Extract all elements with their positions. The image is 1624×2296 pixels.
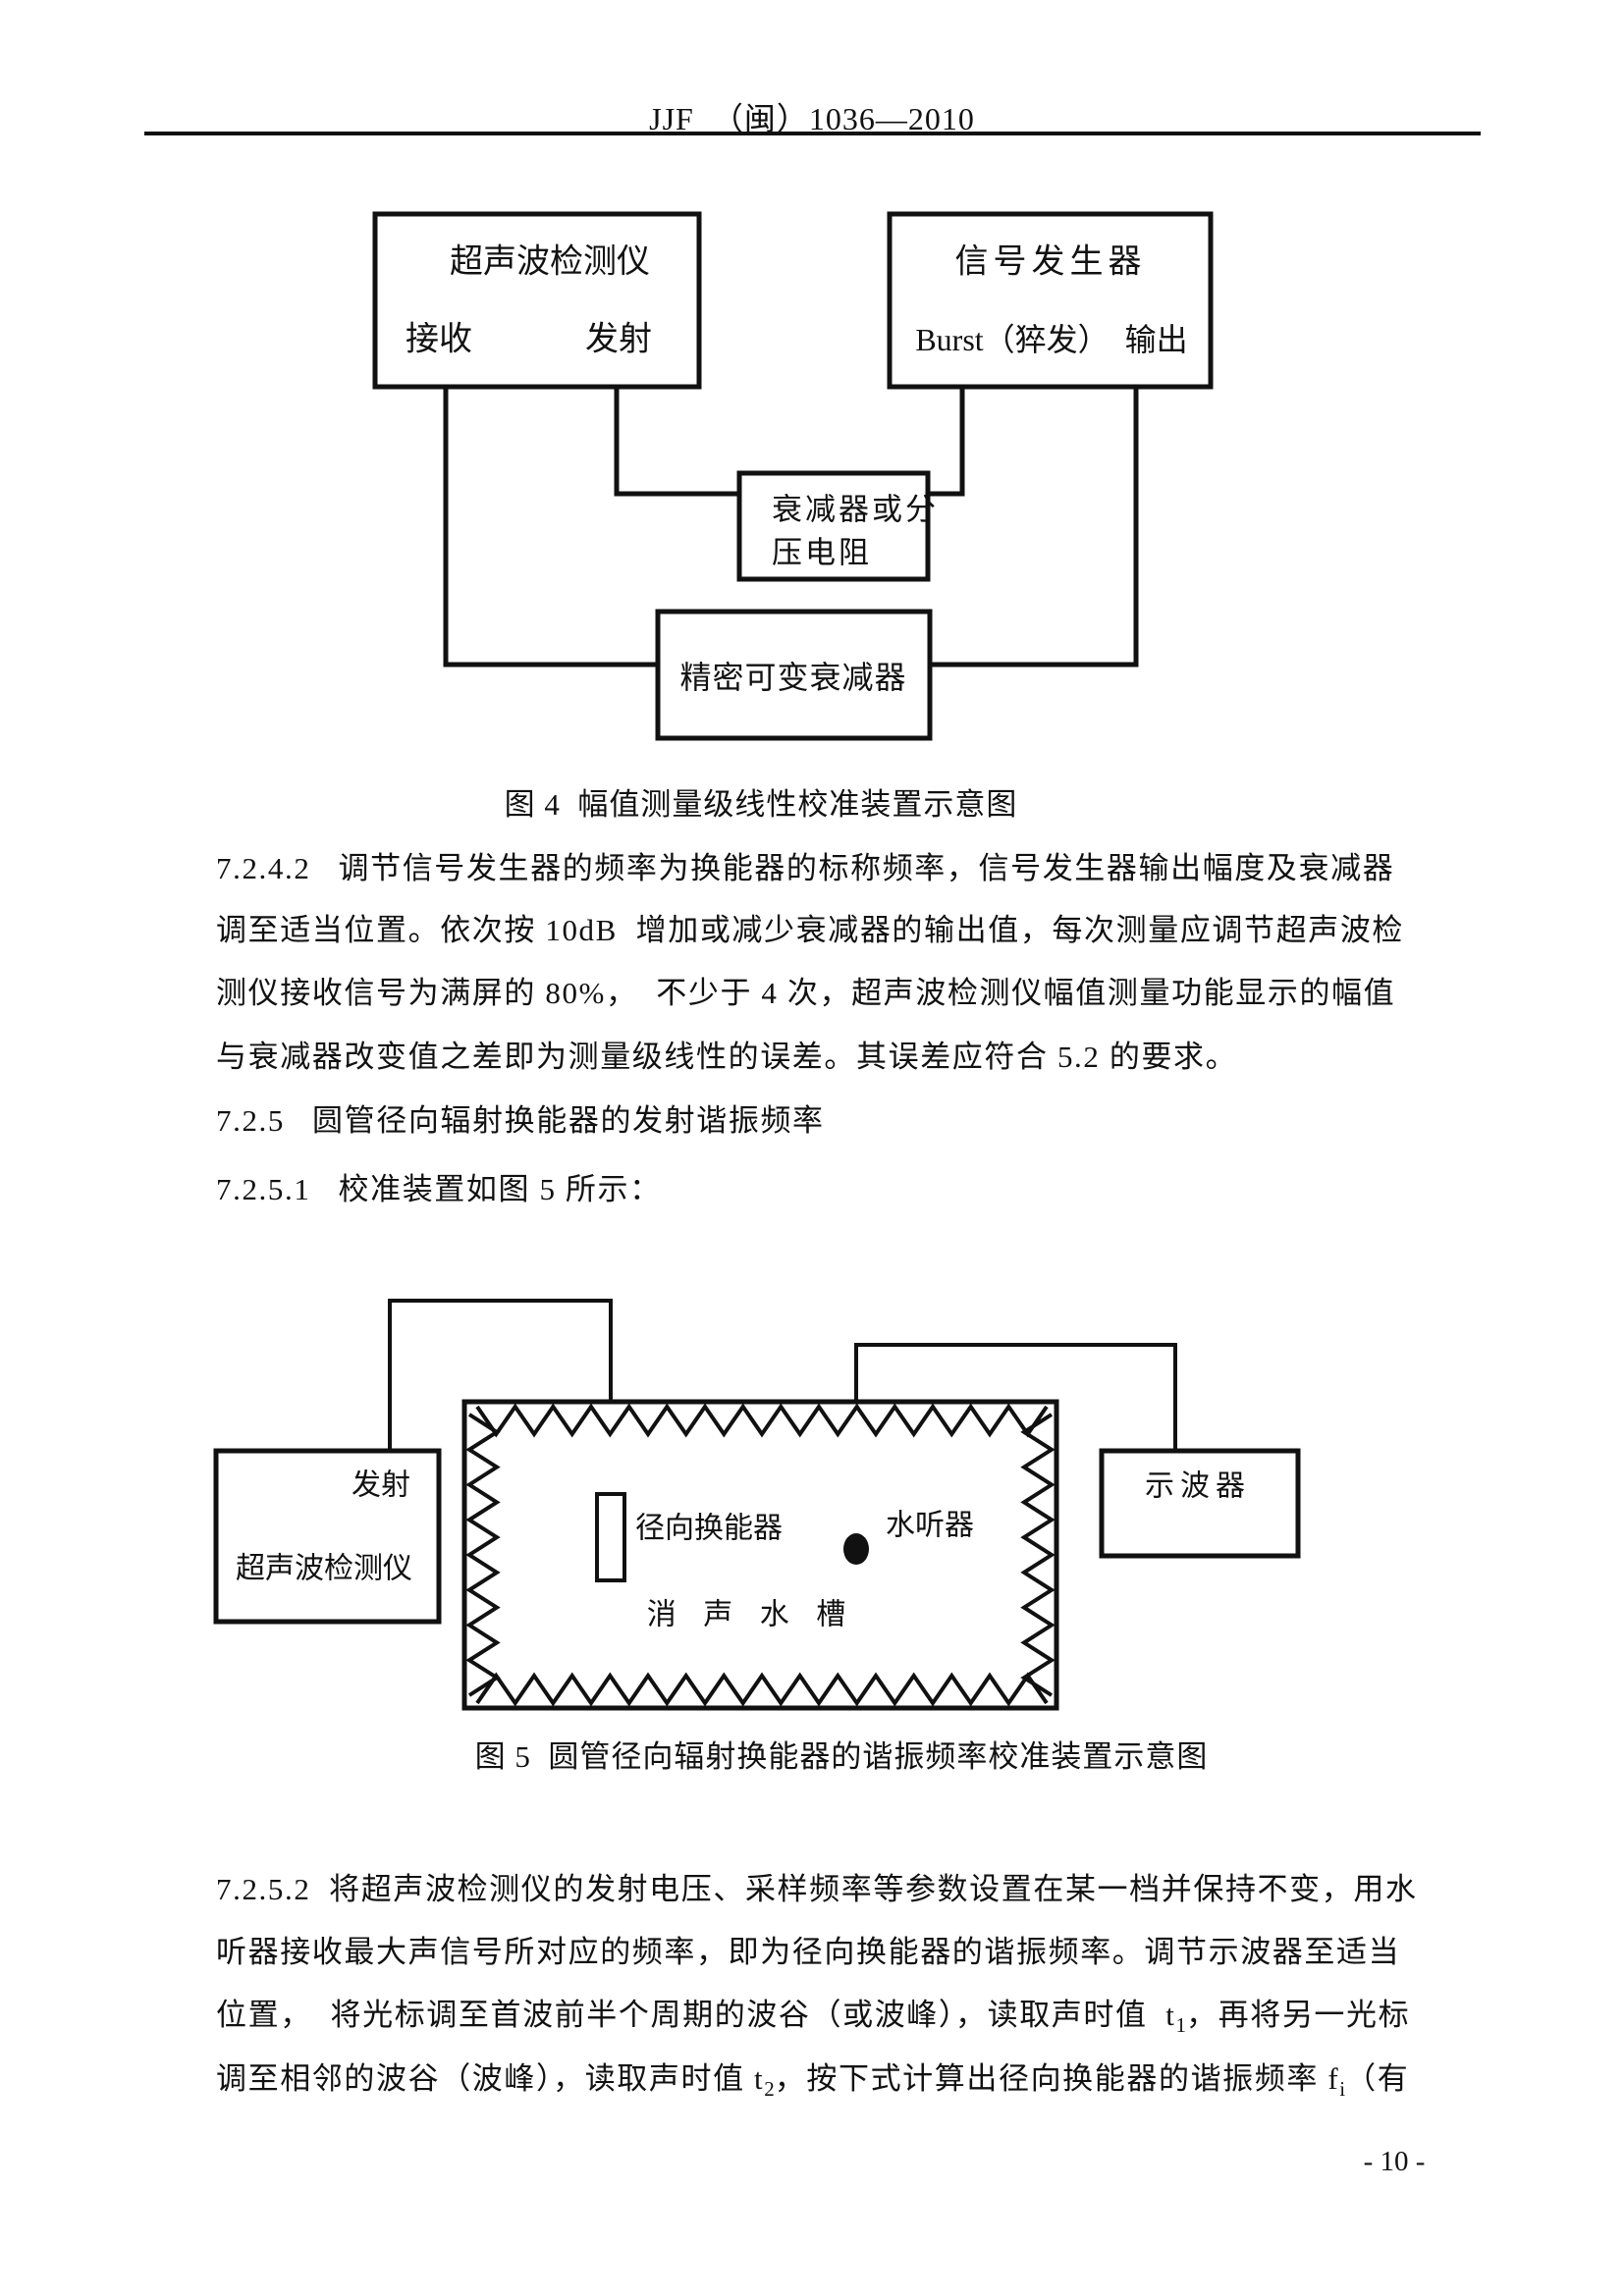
oscilloscope-box xyxy=(1099,1448,1301,1559)
fig5-detector-box xyxy=(213,1448,442,1625)
figure5-caption: 图 5 圆管径向辐射换能器的谐振频率校准装置示意图 xyxy=(474,1739,1209,1774)
detector-port-receive: 接收 xyxy=(406,321,472,358)
header-rule xyxy=(144,132,1481,135)
attenuator-label-line1: 衰减器或分 xyxy=(772,493,939,527)
subscript-t1: 1 xyxy=(1175,2013,1187,2038)
tank-absorber-zigzag xyxy=(465,1403,1056,1707)
fig5-detector-port-transmit: 发射 xyxy=(352,1469,410,1502)
attenuator-box xyxy=(736,470,931,582)
figure5-diagram: 发射 超声波检测仪 径向换能器 水听器 消 声 水 槽 示波器 xyxy=(213,1299,1301,1711)
radial-transducer xyxy=(595,1492,626,1582)
wire-output-to-variable-attenuator xyxy=(928,387,1139,667)
detector-title: 超声波检测仪 xyxy=(450,243,650,281)
figure4-diagram: 超声波检测仪 接收 发射 信号发生器 Burst（猝发） 输出 衰减器或分 压电… xyxy=(372,211,1214,741)
transmit-cable xyxy=(388,1299,613,1494)
subscript-fi: i xyxy=(1339,2077,1346,2102)
radial-transducer-label: 径向换能器 xyxy=(635,1513,783,1545)
figure4-caption: 图 4 幅值测量级线性校准装置示意图 xyxy=(504,787,1018,822)
line4-text-c: （有 xyxy=(1345,2061,1410,2096)
water-tank xyxy=(461,1399,1059,1711)
paragraph-7242-line1: 7.2.4.2 调节信号发生器的频率为换能器的标称频率，信号发生器输出幅度及衰减… xyxy=(216,851,1395,885)
line4-text-a: 调至相邻的波谷（波峰），读取声时值 t xyxy=(216,2061,765,2096)
wire-receive-to-variable-attenuator xyxy=(443,387,660,667)
fig5-detector-title: 超声波检测仪 xyxy=(236,1553,412,1585)
variable-attenuator-box xyxy=(655,609,933,741)
line3-text-a: 位置， 将光标调至首波前半个周期的波谷（或波峰），读取声时值 t xyxy=(216,1998,1176,2032)
variable-attenuator-label: 精密可变衰减器 xyxy=(679,660,906,695)
page-number: - 10 - xyxy=(1363,2146,1426,2177)
paragraph-7242-line4: 与衰减器改变值之差即为测量级线性的误差。其误差应符合 5.2 的要求。 xyxy=(216,1040,1238,1074)
generator-port-burst: Burst（猝发） 输出 xyxy=(915,322,1187,357)
paragraph-7252-line2: 听器接收最大声信号所对应的频率，即为径向换能器的谐振频率。调节示波器至适当 xyxy=(216,1935,1401,1969)
paragraph-7242-line2: 调至适当位置。依次按 10dB 增加或减少衰减器的输出值，每次测量应调节超声波检 xyxy=(216,913,1405,947)
hydrophone-dot xyxy=(843,1533,869,1565)
page-header-title: JJF （闽）1036—2010 xyxy=(649,101,975,136)
line3-text-b: ，再将另一光标 xyxy=(1186,1998,1411,2032)
generator-box xyxy=(887,211,1214,390)
paragraph-7252-line3: 位置， 将光标调至首波前半个周期的波谷（或波峰），读取声时值 t1，再将另一光标 xyxy=(216,1995,1483,2046)
detector-box xyxy=(372,211,702,390)
line4-text-b: ，按下式计算出径向换能器的谐振频率 f xyxy=(774,2061,1340,2096)
oscilloscope-label: 示波器 xyxy=(1145,1470,1251,1503)
paragraph-7252-line1: 7.2.5.2 将超声波检测仪的发射电压、采样频率等参数设置在某一档并保持不变，… xyxy=(216,1872,1418,1906)
heading-7251: 7.2.5.1 校准装置如图 5 所示： xyxy=(216,1172,662,1206)
anechoic-tank-label: 消 声 水 槽 xyxy=(647,1599,856,1631)
wire-burst-to-attenuator xyxy=(926,387,965,497)
subscript-t2: 2 xyxy=(764,2077,775,2102)
wire-transmit-to-attenuator xyxy=(614,387,741,497)
paragraph-7252-line4: 调至相邻的波谷（波峰），读取声时值 t2，按下式计算出径向换能器的谐振频率 fi… xyxy=(216,2058,1483,2109)
detector-port-transmit: 发射 xyxy=(585,321,652,358)
generator-title: 信号发生器 xyxy=(955,243,1147,281)
attenuator-label-line2: 压电阻 xyxy=(772,536,872,570)
hydrophone-label: 水听器 xyxy=(886,1510,974,1542)
heading-725: 7.2.5 圆管径向辐射换能器的发射谐振频率 xyxy=(216,1103,825,1138)
paragraph-7242-line3: 测仪接收信号为满屏的 80%， 不少于 4 次，超声波检测仪幅值测量功能显示的幅… xyxy=(216,976,1396,1010)
